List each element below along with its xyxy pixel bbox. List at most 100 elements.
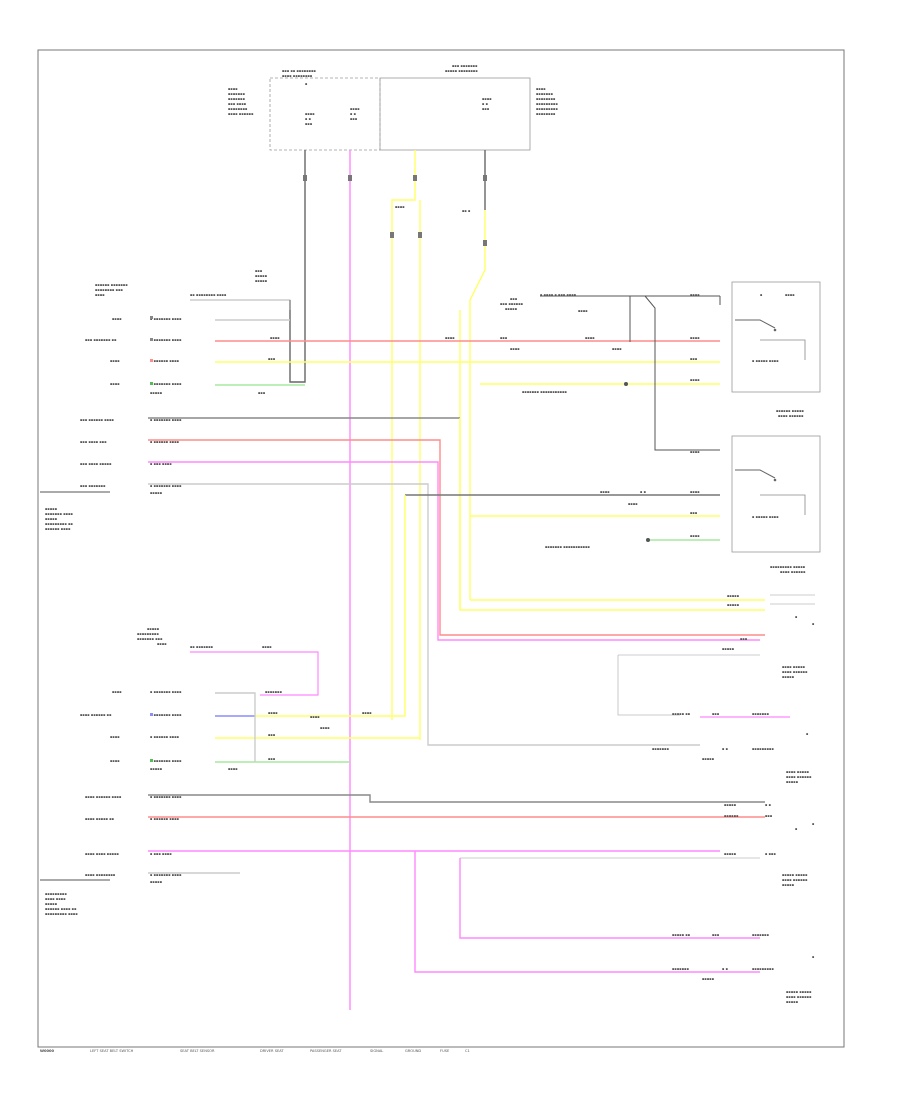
top-left-module: ▪▪▪ ▪▪ ▪▪▪▪▪▪▪▪ ▪▪▪▪ ▪▪▪▪▪▪▪▪ ▪▪▪▪ ▪▪▪▪▪… [228,69,381,151]
svg-text:▪▪▪▪ ▪▪▪▪▪ ▪▪: ▪▪▪▪ ▪▪▪▪▪ ▪▪ [85,817,115,821]
svg-text:▪▪▪▪ ▪▪▪▪ ▪▪▪▪▪: ▪▪▪▪ ▪▪▪▪ ▪▪▪▪▪ [85,852,120,856]
svg-text:▪ ▪: ▪ ▪ [722,967,729,971]
svg-text:▪▪▪▪▪▪▪▪▪ ▪▪▪▪: ▪▪▪▪▪▪▪▪▪ ▪▪▪▪ [45,912,78,916]
svg-text:▪▪▪▪▪: ▪▪▪▪▪ [786,1000,799,1004]
svg-text:▪▪▪ ▪▪▪▪▪▪▪: ▪▪▪ ▪▪▪▪▪▪▪ [452,64,478,68]
svg-text:▪: ▪ [812,822,815,826]
svg-text:▪▪▪▪: ▪▪▪▪ [578,309,588,313]
wire-dark-vertical-1 [289,150,306,383]
top-right-module: ▪▪▪ ▪▪▪▪▪▪▪ ▪▪▪▪▪ ▪▪▪▪▪▪▪▪ ▪▪▪▪▪ ▪▪▪▪ ▪▪… [379,64,558,151]
svg-text:▪▪▪▪: ▪▪▪▪ [395,205,405,209]
svg-text:▪▪▪▪ ▪▪▪▪▪▪: ▪▪▪▪ ▪▪▪▪▪▪ [786,775,812,779]
svg-text:▪ ▪▪▪▪▪▪▪ ▪▪▪▪: ▪ ▪▪▪▪▪▪▪ ▪▪▪▪ [150,338,182,342]
svg-text:▪▪▪ ▪▪▪▪ ▪▪▪▪▪: ▪▪▪ ▪▪▪▪ ▪▪▪▪▪ [80,462,112,466]
svg-text:▪▪▪▪: ▪▪▪▪ [110,382,120,386]
svg-text:▪▪▪▪▪▪▪▪▪: ▪▪▪▪▪▪▪▪▪ [536,107,558,111]
svg-text:▪▪▪▪: ▪▪▪▪ [320,726,330,730]
svg-text:▪▪▪: ▪▪▪ [350,117,358,121]
svg-text:▪▪▪▪▪▪▪: ▪▪▪▪▪▪▪ [652,747,670,751]
svg-text:▪▪▪▪▪: ▪▪▪▪▪ [727,603,740,607]
svg-text:▪ ▪: ▪ ▪ [482,102,489,106]
svg-text:▪▪▪▪▪: ▪▪▪▪▪ [782,883,795,887]
svg-text:▪▪▪▪: ▪▪▪▪ [585,336,595,340]
svg-text:▪ ▪▪▪▪ ▪ ▪▪▪ ▪▪▪▪: ▪ ▪▪▪▪ ▪ ▪▪▪ ▪▪▪▪ [540,293,577,297]
svg-text:▪▪▪▪▪: ▪▪▪▪▪ [722,647,735,651]
right-connector-4: ▪▪▪▪▪ ▪▪▪▪▪ ▪▪▪▪▪▪▪ ▪ ▪▪▪▪▪▪▪▪ ▪ ▪▪▪▪▪▪▪… [672,933,815,1004]
svg-text:▪▪▪▪▪▪ ▪▪▪▪▪▪▪: ▪▪▪▪▪▪ ▪▪▪▪▪▪▪ [95,283,128,287]
svg-text:▪▪▪▪▪: ▪▪▪▪▪ [255,279,268,283]
svg-text:▪ ▪▪▪▪▪ ▪▪▪▪: ▪ ▪▪▪▪▪ ▪▪▪▪ [752,359,779,363]
svg-text:▪▪▪▪▪▪: ▪▪▪▪▪▪ [724,814,739,818]
svg-text:▪▪▪▪▪: ▪▪▪▪▪ [147,627,160,631]
svg-text:▪ ▪▪▪▪▪▪▪ ▪▪▪▪: ▪ ▪▪▪▪▪▪▪ ▪▪▪▪ [150,418,182,422]
svg-text:▪▪▪: ▪▪▪ [712,933,720,937]
svg-text:▪: ▪ [760,293,763,297]
wire-pink-low-3 [459,858,760,939]
right-connector-1: ▪▪▪▪▪ ▪▪▪▪▪ ▪ ▪ ▪▪▪ ▪▪▪▪▪ ▪▪▪▪ ▪▪▪▪▪ ▪▪▪… [617,594,815,716]
svg-text:▪▪▪▪▪▪▪: ▪▪▪▪▪▪▪ [265,690,283,694]
svg-text:▪▪▪ ▪▪▪▪▪▪▪: ▪▪▪ ▪▪▪▪▪▪▪ [80,484,106,488]
svg-text:▪ ▪▪▪▪▪▪ ▪▪▪▪: ▪ ▪▪▪▪▪▪ ▪▪▪▪ [150,817,180,821]
svg-text:▪▪▪▪: ▪▪▪▪ [690,336,700,340]
wire-pink-low-2 [414,851,760,973]
svg-text:▪ ▪: ▪ ▪ [722,747,729,751]
svg-text:▪▪▪▪: ▪▪▪▪ [228,87,238,91]
svg-text:▪▪▪▪▪▪▪▪▪: ▪▪▪▪▪▪▪▪▪ [752,967,774,971]
svg-text:▪▪▪▪: ▪▪▪▪ [690,534,700,538]
svg-text:▪▪▪▪: ▪▪▪▪ [785,293,795,297]
right-connector-2: ▪▪▪▪▪ ▪▪▪▪▪ ▪▪▪▪▪▪▪ ▪ ▪▪▪▪▪▪▪▪ ▪ ▪▪▪▪▪▪▪… [652,712,812,784]
svg-text:▪▪▪▪▪▪▪▪▪: ▪▪▪▪▪▪▪▪▪ [752,747,774,751]
svg-text:▪▪▪▪: ▪▪▪▪ [310,715,320,719]
svg-text:▪▪▪ ▪▪▪▪: ▪▪▪ ▪▪▪▪ [228,102,247,106]
svg-text:▪ ▪▪▪▪▪▪▪ ▪▪▪▪: ▪ ▪▪▪▪▪▪▪ ▪▪▪▪ [150,382,182,386]
svg-text:▪▪▪▪: ▪▪▪▪ [228,767,238,771]
svg-text:▪▪▪ ▪▪▪▪▪▪▪ ▪▪: ▪▪▪ ▪▪▪▪▪▪▪ ▪▪ [85,338,117,342]
wire-gray-pass-lower [215,692,256,762]
svg-text:▪▪▪▪: ▪▪▪▪ [445,336,455,340]
svg-text:▪▪▪▪▪▪▪ ▪▪▪▪: ▪▪▪▪▪▪▪ ▪▪▪▪ [45,512,73,516]
wire-dark-low-1 [148,794,765,803]
svg-text:▪ ▪: ▪ ▪ [350,112,357,116]
svg-text:▪▪▪▪▪▪▪▪▪: ▪▪▪▪▪▪▪▪▪ [536,102,558,106]
svg-text:▪▪▪: ▪▪▪ [305,122,313,126]
svg-text:▪ ▪▪▪▪▪▪ ▪▪▪▪: ▪ ▪▪▪▪▪▪ ▪▪▪▪ [150,440,180,444]
diagram-frame [37,49,845,1048]
svg-text:▪ ▪▪▪▪▪▪▪ ▪▪▪▪: ▪ ▪▪▪▪▪▪▪ ▪▪▪▪ [150,317,182,321]
label-6: FUSE [440,1049,450,1053]
svg-text:▪ ▪▪▪▪▪▪ ▪▪▪▪: ▪ ▪▪▪▪▪▪ ▪▪▪▪ [150,735,180,739]
svg-text:▪▪▪: ▪▪▪ [712,712,720,716]
svg-text:▪▪▪▪▪ ▪▪▪▪▪: ▪▪▪▪▪ ▪▪▪▪▪ [782,873,808,877]
svg-text:▪▪▪▪▪: ▪▪▪▪▪ [786,780,799,784]
svg-text:▪: ▪ [812,622,815,626]
svg-text:▪▪▪▪: ▪▪▪▪ [112,317,122,321]
svg-text:▪▪▪▪▪: ▪▪▪▪▪ [45,507,58,511]
right-connector-3: ▪▪▪▪▪ ▪▪▪▪▪▪ ▪ ▪▪▪▪ ▪▪ ▪▪▪▪▪▪ ▪▪▪ ▪▪▪▪▪ … [460,803,815,887]
svg-text:▪▪▪▪: ▪▪▪▪ [350,107,360,111]
svg-text:▪▪▪▪▪ ▪▪▪▪▪▪▪▪: ▪▪▪▪▪ ▪▪▪▪▪▪▪▪ [445,69,478,73]
svg-text:▪▪▪▪▪▪▪▪▪ ▪▪: ▪▪▪▪▪▪▪▪▪ ▪▪ [45,522,73,526]
svg-text:▪▪▪▪▪▪▪▪ ▪▪▪: ▪▪▪▪▪▪▪▪ ▪▪▪ [95,288,123,292]
svg-text:▪: ▪ [806,732,809,736]
svg-text:▪▪▪ ▪▪ ▪▪▪▪▪▪▪▪: ▪▪▪ ▪▪ ▪▪▪▪▪▪▪▪ [282,69,317,73]
svg-text:▪▪▪: ▪▪▪ [268,757,276,761]
svg-text:▪▪▪▪▪: ▪▪▪▪▪ [724,852,737,856]
svg-text:▪▪▪▪: ▪▪▪▪ [536,87,546,91]
svg-text:▪▪▪▪▪ ▪▪▪▪▪: ▪▪▪▪▪ ▪▪▪▪▪ [786,990,812,994]
splice-block: ▪▪▪ ▪▪▪ ▪▪▪▪▪▪ ▪▪▪▪▪ ▪ ▪▪▪▪ ▪ ▪▪▪ ▪▪▪▪ ▪… [500,293,721,454]
svg-text:▪ ▪▪▪▪▪▪▪ ▪▪▪▪: ▪ ▪▪▪▪▪▪▪ ▪▪▪▪ [150,873,182,877]
svg-text:▪▪▪▪▪: ▪▪▪▪▪ [727,594,740,598]
ground-markers-upper: ▪▪▪▪▪▪▪ ▪▪▪▪▪▪▪▪▪▪▪ ▪▪▪▪▪▪▪ ▪▪▪▪▪▪▪▪▪▪▪ [522,382,650,549]
svg-text:▪▪▪▪▪▪ ▪▪▪▪▪: ▪▪▪▪▪▪ ▪▪▪▪▪ [776,409,804,413]
passenger-buckle-switch: ▪ ▪▪▪▪▪ ▪▪▪▪ ▪▪▪▪▪▪▪▪▪ ▪▪▪▪▪ ▪▪▪▪ ▪▪▪▪▪▪ [731,435,821,574]
svg-text:▪▪▪▪▪ ▪▪: ▪▪▪▪▪ ▪▪ [672,933,691,937]
svg-text:▪▪▪▪: ▪▪▪▪ [262,645,272,649]
svg-text:▪▪▪▪ ▪▪▪▪▪▪▪▪: ▪▪▪▪ ▪▪▪▪▪▪▪▪ [85,873,116,877]
svg-text:▪▪▪▪: ▪▪▪▪ [110,359,120,363]
svg-text:▪: ▪ [795,827,798,831]
svg-text:▪▪▪▪▪▪▪: ▪▪▪▪▪▪▪ [228,97,246,101]
svg-text:▪▪▪▪ ▪▪▪▪▪▪: ▪▪▪▪ ▪▪▪▪▪▪ [780,570,806,574]
svg-text:▪▪▪: ▪▪▪ [268,733,276,737]
svg-text:▪▪▪▪ ▪▪▪▪▪▪▪▪: ▪▪▪▪ ▪▪▪▪▪▪▪▪ [282,74,313,78]
svg-text:▪▪▪: ▪▪▪ [510,297,518,301]
svg-text:▪▪▪▪ ▪▪▪▪▪▪ ▪▪▪▪: ▪▪▪▪ ▪▪▪▪▪▪ ▪▪▪▪ [85,795,122,799]
